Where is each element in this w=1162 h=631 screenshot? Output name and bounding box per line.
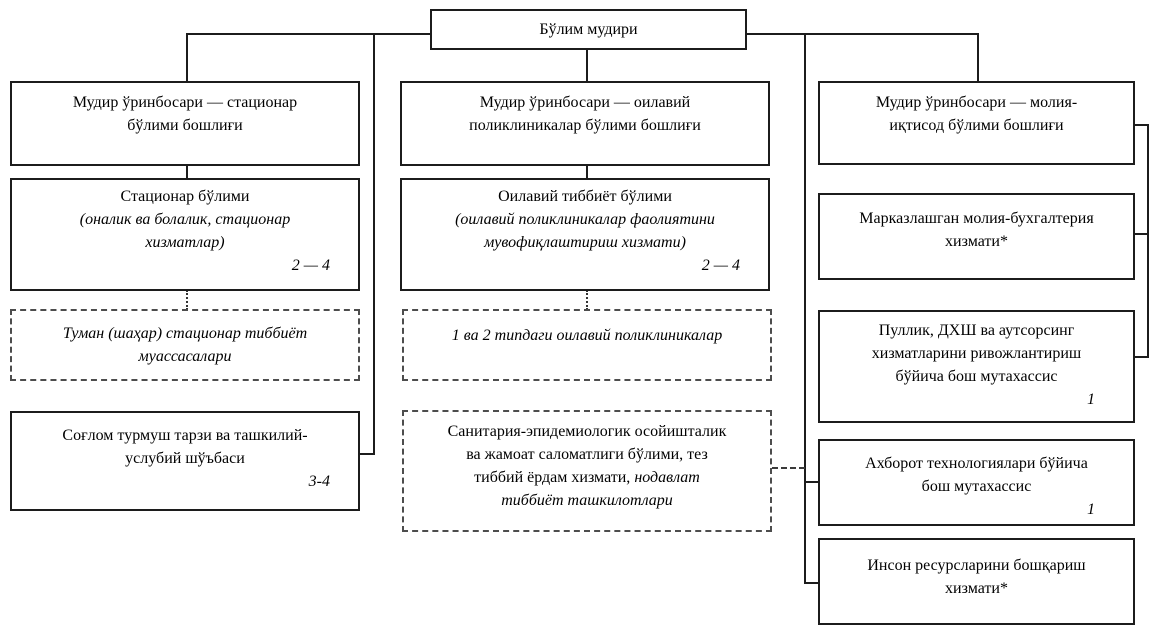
connector-left-dept-dashed-dotted: [186, 290, 188, 310]
node-line: Туман (шаҳар) стационар тиббиёт: [62, 325, 308, 342]
node-line: иқтисод бўлими бошлиғи: [889, 117, 1064, 134]
node-district-stationary-institutions: Туман (шаҳар) стационар тиббиёт муассаса…: [10, 309, 360, 381]
node-healthy-lifestyle-unit: Соғлом турмуш тарзи ва ташкилий- услубий…: [10, 411, 360, 511]
node-line: Соғлом турмуш тарзи ва ташкилий-: [62, 427, 308, 444]
node-line: бўлими бошлиғи: [127, 117, 243, 134]
node-line: хизмати*: [945, 580, 1008, 597]
node-deputy-stationary: Мудир ўринбосари — стационар бўлими бошл…: [10, 81, 360, 166]
connector-left-branch-vertical: [373, 33, 375, 455]
node-deputy-family-polyclinics: Мудир ўринбосари — оилавий поликлиникала…: [400, 81, 770, 166]
node-line: Стационар бўлими: [120, 188, 250, 205]
connector-right-right-bracket: [1147, 124, 1149, 358]
node-title: Бўлим мудири: [539, 21, 638, 38]
node-line: тиббий ёрдам хизмати, нодавлат: [404, 466, 770, 489]
node-line: хизмати*: [945, 233, 1008, 250]
node-line: тиббиёт ташкилотлари: [501, 492, 673, 509]
node-line: ва жамоат саломатлиги бўлими, тез: [466, 446, 708, 463]
node-stationary-dept: Стационар бўлими (оналик ва болалик, ста…: [10, 178, 360, 291]
node-family-polyclinics-type-1-2: 1 ва 2 типдаги оилавий поликлиникалар: [402, 309, 772, 381]
connector-finance-stub: [1133, 233, 1149, 235]
connector-left-branch-stub: [359, 453, 375, 455]
connector-hr-stub: [804, 582, 820, 584]
node-line: хизматлар): [145, 234, 225, 251]
staff-count: 1: [1087, 501, 1095, 518]
node-line: Оилавий тиббиёт бўлими: [498, 188, 672, 205]
node-hr-service: Инсон ресурсларини бошқариш хизмати*: [818, 538, 1135, 625]
connector-middle-dept-dashed-dotted: [586, 290, 588, 310]
node-line: Мудир ўринбосари — оилавий: [479, 94, 691, 111]
node-family-medicine-dept: Оилавий тиббиёт бўлими (оилавий поликлин…: [400, 178, 770, 291]
staff-count: 2 — 4: [291, 257, 330, 274]
connector-root-right-horizontal: [746, 33, 979, 35]
node-line: (оилавий поликлиникалар фаолиятини: [455, 211, 715, 228]
node-line-italic: нодавлат: [634, 469, 700, 486]
node-line: муассасалари: [138, 348, 232, 365]
node-line: Мудир ўринбосари — молия-: [875, 94, 1078, 111]
node-line: (оналик ва болалик, стационар: [79, 211, 291, 228]
node-line: Мудир ўринбосари — стационар: [72, 94, 298, 111]
connector-left-header-drop: [186, 33, 188, 82]
node-line: Инсон ресурсларини бошқариш: [867, 557, 1086, 574]
connector-right-left-bracket: [804, 33, 806, 584]
connector-it-stub: [804, 481, 820, 483]
node-line: мувофиқлаштириш хизмати): [484, 234, 686, 251]
connector-right-header-stub: [1133, 124, 1149, 126]
staff-count: 1: [1087, 391, 1095, 408]
staff-count: 2 — 4: [701, 257, 740, 274]
connector-sanitary-dashed-link: [772, 467, 805, 469]
node-line: поликлиникалар бўлими бошлиғи: [469, 117, 701, 134]
node-line: Марказлашган молия-бухгалтерия: [859, 210, 1094, 227]
node-it-specialist: Ахборот технологиялари бўйича бош мутаха…: [818, 439, 1135, 526]
node-line: Санитария-эпидемиологик осойишталик: [447, 423, 727, 440]
node-line-normal: тиббий ёрдам хизмати,: [474, 469, 635, 486]
staff-count: 3-4: [308, 473, 330, 490]
node-department-head: Бўлим мудири: [430, 9, 747, 50]
node-sanitary-epidemiological: Санитария-эпидемиологик осойишталик ва ж…: [402, 410, 772, 532]
connector-paid-stub: [1133, 356, 1149, 358]
connector-right-header-drop: [977, 33, 979, 82]
node-paid-services-specialist: Пуллик, ДХШ ва аутсорсинг хизматларини р…: [818, 310, 1135, 423]
connector-middle-header-dept: [586, 165, 588, 179]
connector-left-header-dept: [186, 165, 188, 179]
node-line: Пуллик, ДХШ ва аутсорсинг: [878, 322, 1075, 339]
connector-root-left-horizontal: [186, 33, 432, 35]
connector-root-middle: [586, 48, 588, 82]
node-line: услубий шўъбаси: [125, 450, 245, 467]
node-line: бўйича бош мутахассис: [895, 368, 1058, 385]
node-line: Ахборот технологиялари бўйича: [865, 455, 1088, 472]
node-line: хизматларини ривожлантириш: [871, 345, 1082, 362]
node-line: 1 ва 2 типдаги оилавий поликлиникалар: [451, 327, 723, 344]
node-deputy-finance: Мудир ўринбосари — молия- иқтисод бўлими…: [818, 81, 1135, 165]
node-line: бош мутахассис: [921, 478, 1032, 495]
node-centralized-accounting: Марказлашган молия-бухгалтерия хизмати*: [818, 193, 1135, 280]
